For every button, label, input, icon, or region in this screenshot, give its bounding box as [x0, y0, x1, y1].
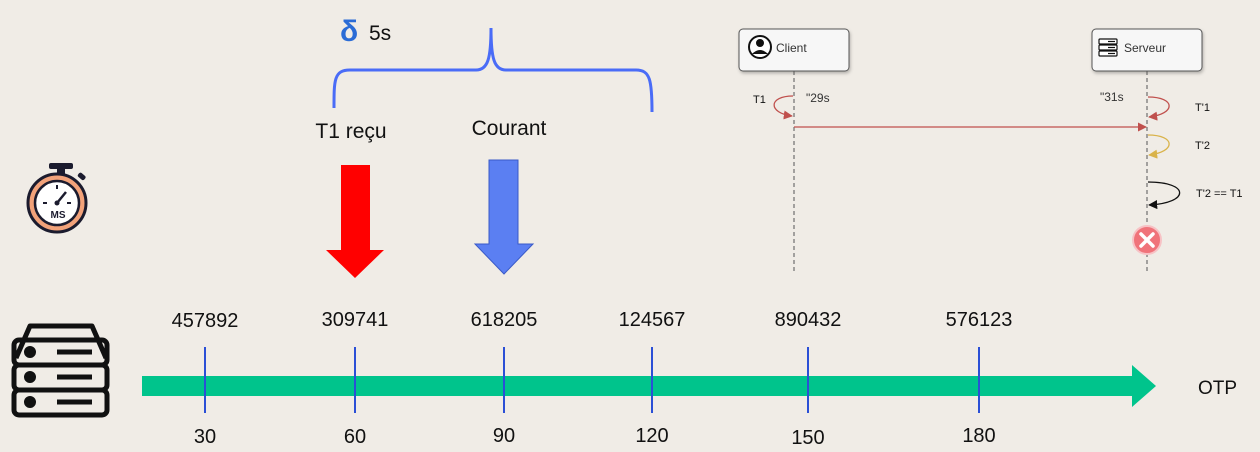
current-arrow [473, 159, 535, 275]
time-value: 150 [791, 427, 824, 447]
received-label: T1 reçu [315, 120, 386, 143]
client-self-loop [773, 95, 794, 120]
otp-value: 124567 [619, 309, 686, 331]
server-token-1: T'1 [1195, 102, 1210, 114]
comparison-label: T'2 == T1 [1196, 188, 1243, 200]
stopwatch-icon: MS [26, 163, 88, 234]
server-icon [11, 323, 110, 418]
otp-value: 457892 [172, 310, 239, 332]
time-value: 120 [635, 425, 668, 447]
server-box: Serveur [1091, 28, 1203, 72]
timeline-ticks: 457892 30 309741 60 618205 90 124567 120 890432 1… [172, 309, 1013, 449]
otp-axis-label: OTP [1198, 378, 1237, 399]
server-time: "31s [1100, 90, 1124, 104]
server-loop-2 [1147, 134, 1170, 159]
otp-value: 309741 [322, 309, 389, 331]
otp-value: 576123 [946, 309, 1013, 331]
time-value: 60 [344, 426, 366, 447]
client-time: "29s [806, 91, 830, 105]
server-loop-3 [1147, 181, 1181, 210]
client-token: T1 [753, 94, 766, 106]
received-arrow [326, 165, 384, 278]
current-label: Courant [472, 117, 547, 140]
server-small-icon [1098, 38, 1118, 57]
timeline-arrow [142, 365, 1156, 407]
time-value: 180 [962, 425, 995, 447]
otp-value: 890432 [775, 309, 842, 331]
server-token-2: T'2 [1195, 140, 1210, 152]
sequence-diagram: Client Serveur T1 "29s "31s T'1 [738, 28, 1243, 272]
client-box: Client [738, 28, 850, 72]
stopwatch-text: MS [51, 210, 66, 221]
time-value: 30 [194, 426, 216, 447]
delta-brace [332, 27, 654, 113]
error-icon [1132, 225, 1162, 255]
user-icon [748, 35, 772, 59]
delta-symbol: δ [340, 15, 358, 48]
server-loop-1 [1147, 96, 1170, 121]
server-label: Serveur [1124, 41, 1166, 55]
client-label: Client [776, 41, 807, 55]
otp-value: 618205 [471, 309, 538, 331]
time-value: 90 [493, 425, 515, 447]
delta-value: 5s [369, 22, 391, 45]
